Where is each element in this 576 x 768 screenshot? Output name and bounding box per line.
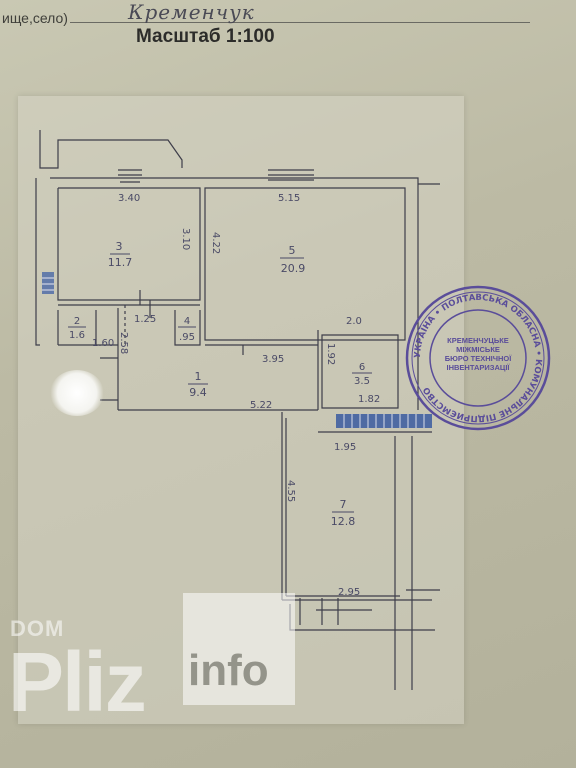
scale-title: Масштаб 1:100 [136, 26, 275, 47]
room-6-area: 3.5 [354, 376, 370, 387]
room-3-area: 11.7 [108, 256, 133, 269]
watermark-dom: DOM [10, 616, 65, 641]
header-rule [70, 22, 530, 23]
stamp-line-4: ІНВЕНТАРИЗАЦІЇ [446, 363, 510, 372]
room-1-area: 9.4 [189, 386, 207, 399]
watermark-box [183, 593, 295, 705]
dim-310: 3.10 [180, 228, 191, 250]
room-2-number: 2 [74, 316, 80, 327]
dim-258: 2.58 [118, 332, 129, 354]
stamp-seal: УКРАЇНА • ПОЛТАВСЬКА ОБЛАСНА • КОМУНАЛЬН… [405, 285, 551, 431]
dim-295: 2.95 [338, 587, 360, 598]
dim-395: 3.95 [262, 354, 284, 365]
dim-322: 4.22 [210, 232, 221, 254]
dim-340: 3.40 [118, 193, 140, 204]
room-4-area: .95 [179, 332, 195, 343]
dim-455: 4.55 [285, 480, 296, 502]
room-7-number: 7 [340, 498, 347, 511]
dim-195: 1.95 [334, 442, 356, 453]
dim-125: 1.25 [134, 314, 156, 325]
room-7-area: 12.8 [331, 515, 356, 528]
dim-515: 5.15 [278, 193, 300, 204]
dim-192: 1.92 [325, 343, 336, 365]
room-6-walls [321, 334, 399, 409]
room-5-number: 5 [289, 244, 296, 257]
room-2-area: 1.6 [69, 330, 85, 341]
watermark-info: info [188, 646, 269, 695]
dim-522: 5.22 [250, 400, 272, 411]
stamp-line-3: БЮРО ТЕХНІЧНОЇ [444, 354, 512, 363]
room-6-number: 6 [359, 362, 365, 373]
stamp-line-2: МІЖМІСЬКЕ [456, 345, 500, 354]
watermark-pliz: Pliz [8, 635, 147, 729]
room-4-number: 4 [184, 316, 190, 327]
dim-182: 1.82 [358, 394, 380, 405]
header-prefix: ище,село) [2, 10, 68, 26]
room-3-walls [57, 187, 201, 301]
dim-160: 1.60 [92, 338, 114, 349]
room-5-walls [204, 187, 406, 341]
room-5-area: 20.9 [281, 262, 306, 275]
official-stamp: УКРАЇНА • ПОЛТАВСЬКА ОБЛАСНА • КОМУНАЛЬН… [404, 284, 552, 432]
stamp-line-1: КРЕМЕНЧУЦЬКЕ [447, 336, 509, 345]
finger-mark [50, 370, 104, 416]
window-room-5 [268, 169, 314, 181]
balcony-outline [39, 130, 183, 169]
room-3-number: 3 [116, 240, 123, 253]
window-hatch-left [42, 272, 54, 294]
city-handwritten: Кременчук [128, 0, 255, 24]
room-4-walls [174, 310, 201, 346]
dim-20: 2.0 [346, 316, 362, 327]
room-1-number: 1 [195, 370, 202, 383]
